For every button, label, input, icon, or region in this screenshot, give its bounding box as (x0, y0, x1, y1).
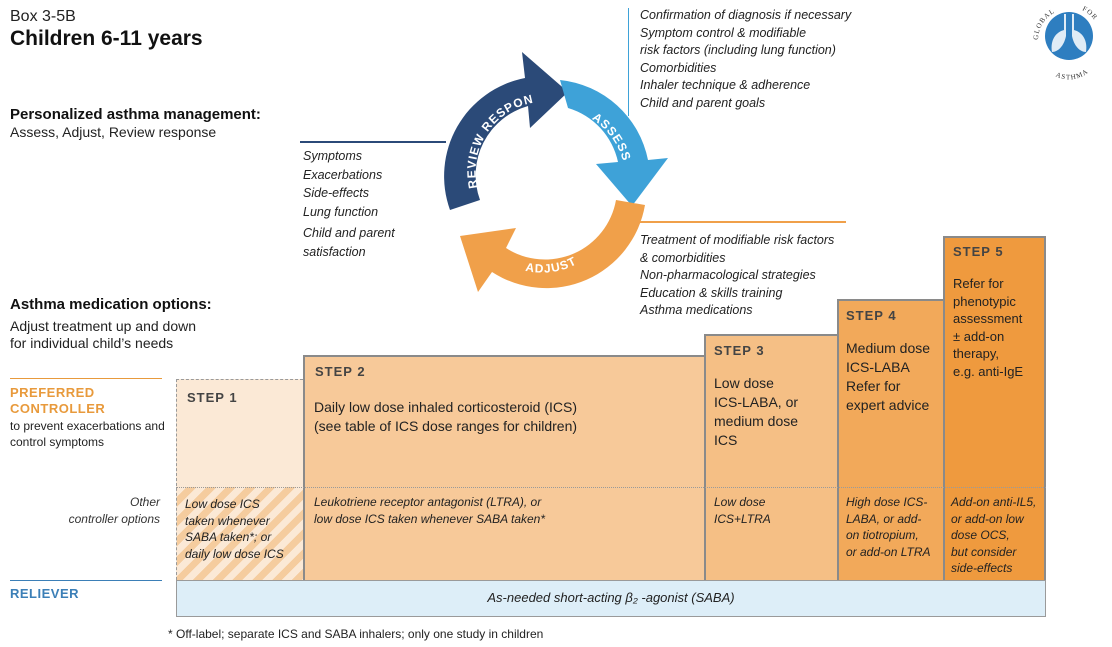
step-2-column (303, 355, 704, 580)
logo-lung-right (1072, 14, 1087, 52)
preferred-divider (10, 378, 162, 379)
box-label: Box 3-5B (10, 8, 76, 25)
reliever-bar (176, 580, 1046, 617)
row-separator (176, 487, 1046, 488)
list-item: Non-pharmacological strategies (640, 268, 816, 282)
page-title: Children 6-11 years (10, 27, 203, 50)
list-item: Confirmation of diagnosis if necessary (640, 8, 852, 22)
adjust-arc (460, 200, 645, 292)
list-item: Child and parent goals (640, 95, 766, 110)
management-subtitle: Assess, Adjust, Review response (10, 124, 217, 140)
step-2-preferred: Daily low dose inhaled corticosteroid (I… (314, 399, 578, 434)
logo-text-bottom: ASTHMA (1055, 67, 1090, 80)
step-2-heading: STEP 2 (315, 364, 366, 379)
step-1-other-options: Low dose ICS taken whenever SABA taken*;… (185, 497, 284, 561)
review-divider (300, 141, 446, 143)
list-item: satisfaction (303, 244, 366, 259)
assess-divider (628, 8, 629, 116)
reliever-divider (10, 580, 162, 581)
adjust-list: Treatment of modifiable risk factors & c… (640, 232, 834, 320)
review-response-arc (444, 52, 568, 210)
list-item: Symptom control & modifiable (640, 25, 807, 40)
logo-lung-left (1051, 14, 1066, 52)
step-3-column (704, 334, 837, 580)
reliever-label: RELIEVER (10, 586, 80, 601)
list-item: Child and parent (303, 226, 395, 240)
step-1-hatch (177, 487, 303, 580)
step-4-column (837, 299, 943, 580)
list-item: Education & skills training (640, 285, 783, 300)
step-5-other-options: Add-on anti-IL5, or add-on low dose OCS,… (951, 495, 1037, 575)
reliever-text: As-needed short-acting β₂ -agonist (SABA… (487, 590, 735, 605)
medication-subtitle: Adjust treatment up and down for individ… (10, 318, 197, 351)
list-item: & comorbidities (640, 250, 726, 265)
step-4-other-options: High dose ICS- LABA, or add- on tiotropi… (846, 495, 931, 559)
step-3-other-options: Low dose ICS+LTRA (714, 495, 771, 526)
logo-circle (1045, 12, 1093, 60)
step-4-heading: STEP 4 (846, 308, 897, 323)
other-controller-label: Other controller options (68, 495, 160, 526)
footnote: * Off-label; separate ICS and SABA inhal… (168, 627, 544, 641)
list-item: Symptoms (303, 149, 363, 163)
list-item: Exacerbations (303, 167, 383, 182)
management-cycle-diagram: REVIEW RESPONSE ASSESS ADJUST (420, 40, 668, 292)
list-item: Treatment of modifiable risk factors (640, 233, 835, 247)
medication-title: Asthma medication options: (10, 296, 212, 313)
list-item: Comorbidities (640, 60, 717, 75)
step-5-column (943, 236, 1046, 580)
step-1-heading: STEP 1 (187, 390, 238, 405)
gina-logo: GLOBAL FOR ASTHMA (1032, 5, 1098, 80)
list-item: Lung function (303, 204, 379, 219)
step-5-heading: STEP 5 (953, 244, 1004, 259)
list-item: Asthma medications (640, 303, 753, 317)
step-3-heading: STEP 3 (714, 343, 765, 358)
review-list: Symptoms Exacerbations Side-effects Lung… (303, 147, 395, 261)
svg-text:ASTHMA: ASTHMA (1055, 67, 1091, 80)
step-3-preferred: Low dose ICS-LABA, or medium dose ICS (714, 375, 799, 448)
list-item: risk factors (including lung function) (640, 43, 836, 57)
assess-list: Confirmation of diagnosis if necessary S… (640, 7, 851, 112)
preferred-controller-title: PREFERRED CONTROLLER (10, 385, 106, 416)
preferred-controller-subtitle: to prevent exacerbations and control sym… (10, 419, 165, 449)
step-5-preferred: Refer for phenotypic assessment ± add-on… (953, 276, 1024, 379)
step-4-preferred: Medium dose ICS-LABA Refer for expert ad… (846, 340, 931, 413)
management-title: Personalized asthma management: (10, 106, 261, 123)
assess-arc (560, 80, 668, 206)
list-item: Inhaler technique & adherence (640, 78, 811, 92)
list-item: Side-effects (303, 186, 370, 200)
adjust-divider (628, 221, 846, 223)
step-2-other-options: Leukotriene receptor antagonist (LTRA), … (314, 495, 546, 526)
